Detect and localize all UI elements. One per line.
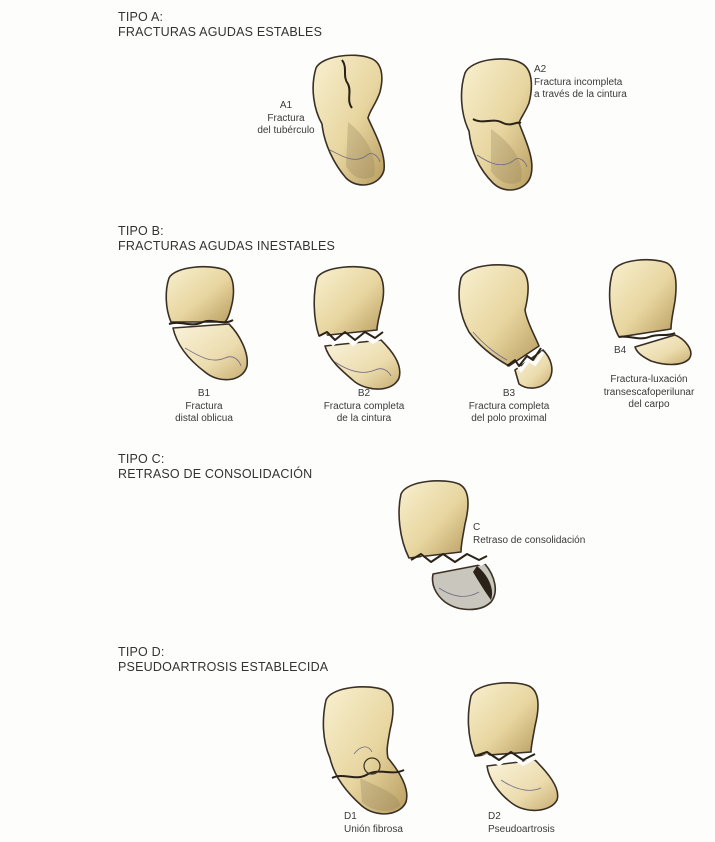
label-b1: B1 Fractura distal oblicua (172, 388, 236, 426)
label-a1: A1 Fractura del tubérculo (256, 100, 316, 138)
section-d-heading: TIPO D: PSEUDOARTROSIS ESTABLECIDA (118, 645, 328, 675)
label-b4: Fractura-luxación transescafoperilunar d… (590, 374, 708, 412)
scaphoid-d2-illustration (465, 680, 565, 814)
label-b4-code: B4 (614, 345, 626, 358)
scaphoid-d1-illustration (320, 684, 418, 818)
section-c-heading: TIPO C: RETRASO DE CONSOLIDACIÓN (118, 452, 312, 482)
label-d2: D2 Pseudoartrosis (488, 811, 555, 836)
scaphoid-b3-illustration (455, 262, 559, 392)
section-a-heading: TIPO A: FRACTURAS AGUDAS ESTABLES (118, 10, 322, 40)
label-d1: D1 Unión fibrosa (344, 811, 403, 836)
scaphoid-a2-illustration (455, 55, 537, 195)
scaphoid-b2-illustration (311, 264, 407, 392)
label-a2: A2 Fractura incompleta a través de la ci… (534, 64, 627, 102)
label-c: C Retraso de consolidación (473, 522, 585, 547)
label-b3: B3 Fractura completa del polo proximal (462, 388, 556, 426)
section-b-heading: TIPO B: FRACTURAS AGUDAS INESTABLES (118, 224, 335, 254)
label-b2: B2 Fractura completa de la cintura (322, 388, 406, 426)
scaphoid-a1-illustration (308, 52, 390, 190)
scaphoid-b1-illustration (163, 264, 255, 384)
